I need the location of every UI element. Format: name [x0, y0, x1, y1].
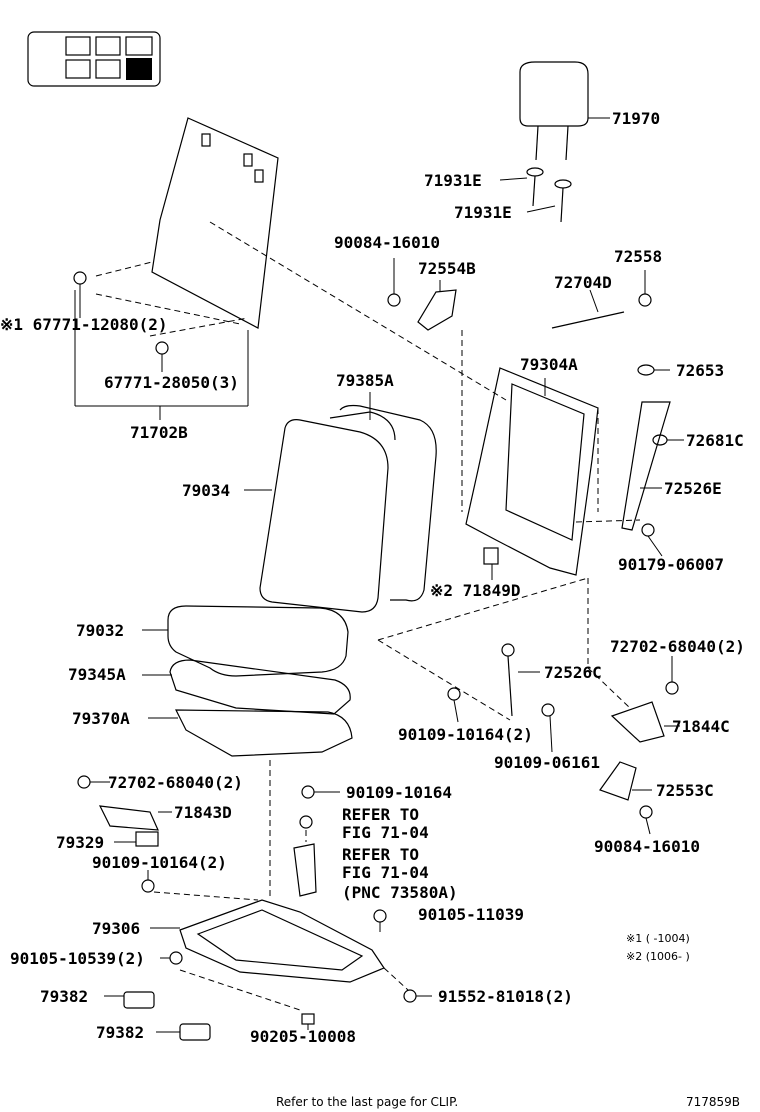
label-90109-10164: 90109-10164	[346, 783, 452, 802]
label-90105-11039: 90105-11039	[418, 905, 524, 924]
label-79385a: 79385A	[336, 371, 394, 390]
label-79032: 79032	[76, 621, 124, 640]
seat-cushion-79032	[142, 605, 349, 677]
bolt-72558	[638, 270, 652, 307]
strap-72526c	[501, 643, 540, 717]
seat-pad-79345a	[142, 659, 351, 715]
label-71843d: 71843D	[174, 803, 232, 822]
label-79034: 79034	[182, 481, 230, 500]
label-72702-68040-left: 72702-68040(2)	[108, 773, 243, 792]
headrest-71970	[519, 61, 610, 161]
bolt-90109-06161	[541, 703, 555, 753]
label-71844c: 71844C	[672, 717, 730, 736]
label-72558: 72558	[614, 247, 662, 266]
label-79306: 79306	[92, 919, 140, 938]
label-refer1-line2: FIG 71-04	[342, 823, 429, 842]
label-72653: 72653	[676, 361, 724, 380]
clip-67771-28050	[155, 341, 169, 372]
label-71849d: ※2 71849D	[430, 581, 520, 600]
bolt-72702-68040-right	[665, 656, 679, 695]
label-refer2-line1: REFER TO	[342, 845, 419, 864]
label-72526e: 72526E	[664, 479, 722, 498]
label-refer1-line1: REFER TO	[342, 805, 419, 824]
bolt-90109-10164-2b	[141, 870, 155, 893]
bracket-72554b	[417, 280, 457, 331]
label-91552-81018: 91552-81018(2)	[438, 987, 573, 1006]
label-72553c: 72553C	[656, 781, 714, 800]
pad-79382-b	[156, 1023, 211, 1041]
label-79370a: 79370A	[72, 709, 130, 728]
note-2: ※2 (1006- )	[626, 950, 690, 963]
bolt-90105-10539	[160, 951, 183, 965]
bolt-90084-16010-bot	[639, 805, 653, 835]
label-90109-10164-2b: 90109-10164(2)	[92, 853, 227, 872]
label-79304a: 79304A	[520, 355, 578, 374]
strap-72526e	[621, 401, 671, 531]
seat-locator-thumbnail	[27, 31, 161, 87]
seatback-cushion-79385a	[339, 392, 437, 602]
label-72526c: 72526C	[544, 663, 602, 682]
bolt-90109-10164	[301, 785, 340, 799]
label-refer2-line3: (PNC 73580A)	[342, 883, 458, 902]
assembly-dashed-lines	[95, 221, 641, 1011]
label-refer2-line2: FIG 71-04	[342, 863, 429, 882]
label-71931e-b: 71931E	[454, 203, 512, 222]
label-90105-10539: 90105-10539(2)	[10, 949, 145, 968]
latch-73580a	[293, 843, 317, 897]
clip-67771-12080	[73, 271, 87, 318]
label-71702b: 71702B	[130, 423, 188, 442]
label-67771-28050: 67771-28050(3)	[104, 373, 239, 392]
label-79329: 79329	[56, 833, 104, 852]
label-90084-16010-top: 90084-16010	[334, 233, 440, 252]
seatback-cushion-79034	[244, 411, 396, 613]
headrest-guides-71931e	[499, 167, 572, 223]
cable-72704d	[551, 289, 625, 329]
cover-71843d	[98, 805, 172, 831]
bolt-91552-81018	[403, 989, 432, 1003]
seat-pan-79370a	[148, 709, 353, 757]
label-90084-16010-bot: 90084-16010	[594, 837, 700, 856]
label-79345a: 79345A	[68, 665, 126, 684]
seatback-frame-79304a	[465, 367, 599, 576]
label-72702-68040-right: 72702-68040(2)	[610, 637, 745, 656]
cap-72653	[637, 364, 670, 376]
label-90179-06007: 90179-06007	[618, 555, 724, 574]
clip-71849d	[483, 547, 499, 580]
bolt-90179-06007	[641, 523, 663, 557]
bracket-72553c	[599, 761, 652, 801]
label-67771-12080: ※1 67771-12080(2)	[0, 315, 168, 334]
bolt-72702-68040-left	[77, 775, 110, 789]
label-79382-b: 79382	[96, 1023, 144, 1042]
bolt-90084-16010-top	[387, 258, 401, 307]
pad-79382-a	[104, 991, 155, 1009]
label-72681c: 72681C	[686, 431, 744, 450]
label-90109-06161: 90109-06161	[494, 753, 600, 772]
label-72704d: 72704D	[554, 273, 612, 292]
seatback-board-71702b	[74, 117, 279, 420]
label-90205-10008: 90205-10008	[250, 1027, 356, 1046]
clip-79329	[114, 831, 159, 847]
footer-clip-note: Refer to the last page for CLIP.	[276, 1095, 458, 1109]
footer-figure-code: 717859B	[686, 1095, 740, 1109]
label-72554b: 72554B	[418, 259, 476, 278]
label-71970: 71970	[612, 109, 660, 128]
bolt-90109-10164-2a	[447, 687, 461, 723]
clip-90205-10008	[301, 1013, 315, 1030]
bolt-90105-11039	[373, 909, 387, 932]
seat-base-79306	[150, 899, 385, 983]
bolt-refer-fig-71-04	[299, 815, 313, 829]
bracket-71844c	[610, 701, 680, 743]
label-79382-a: 79382	[40, 987, 88, 1006]
label-90109-10164-2a: 90109-10164(2)	[398, 725, 533, 744]
note-1: ※1 ( -1004)	[626, 932, 690, 945]
label-71931e-a: 71931E	[424, 171, 482, 190]
